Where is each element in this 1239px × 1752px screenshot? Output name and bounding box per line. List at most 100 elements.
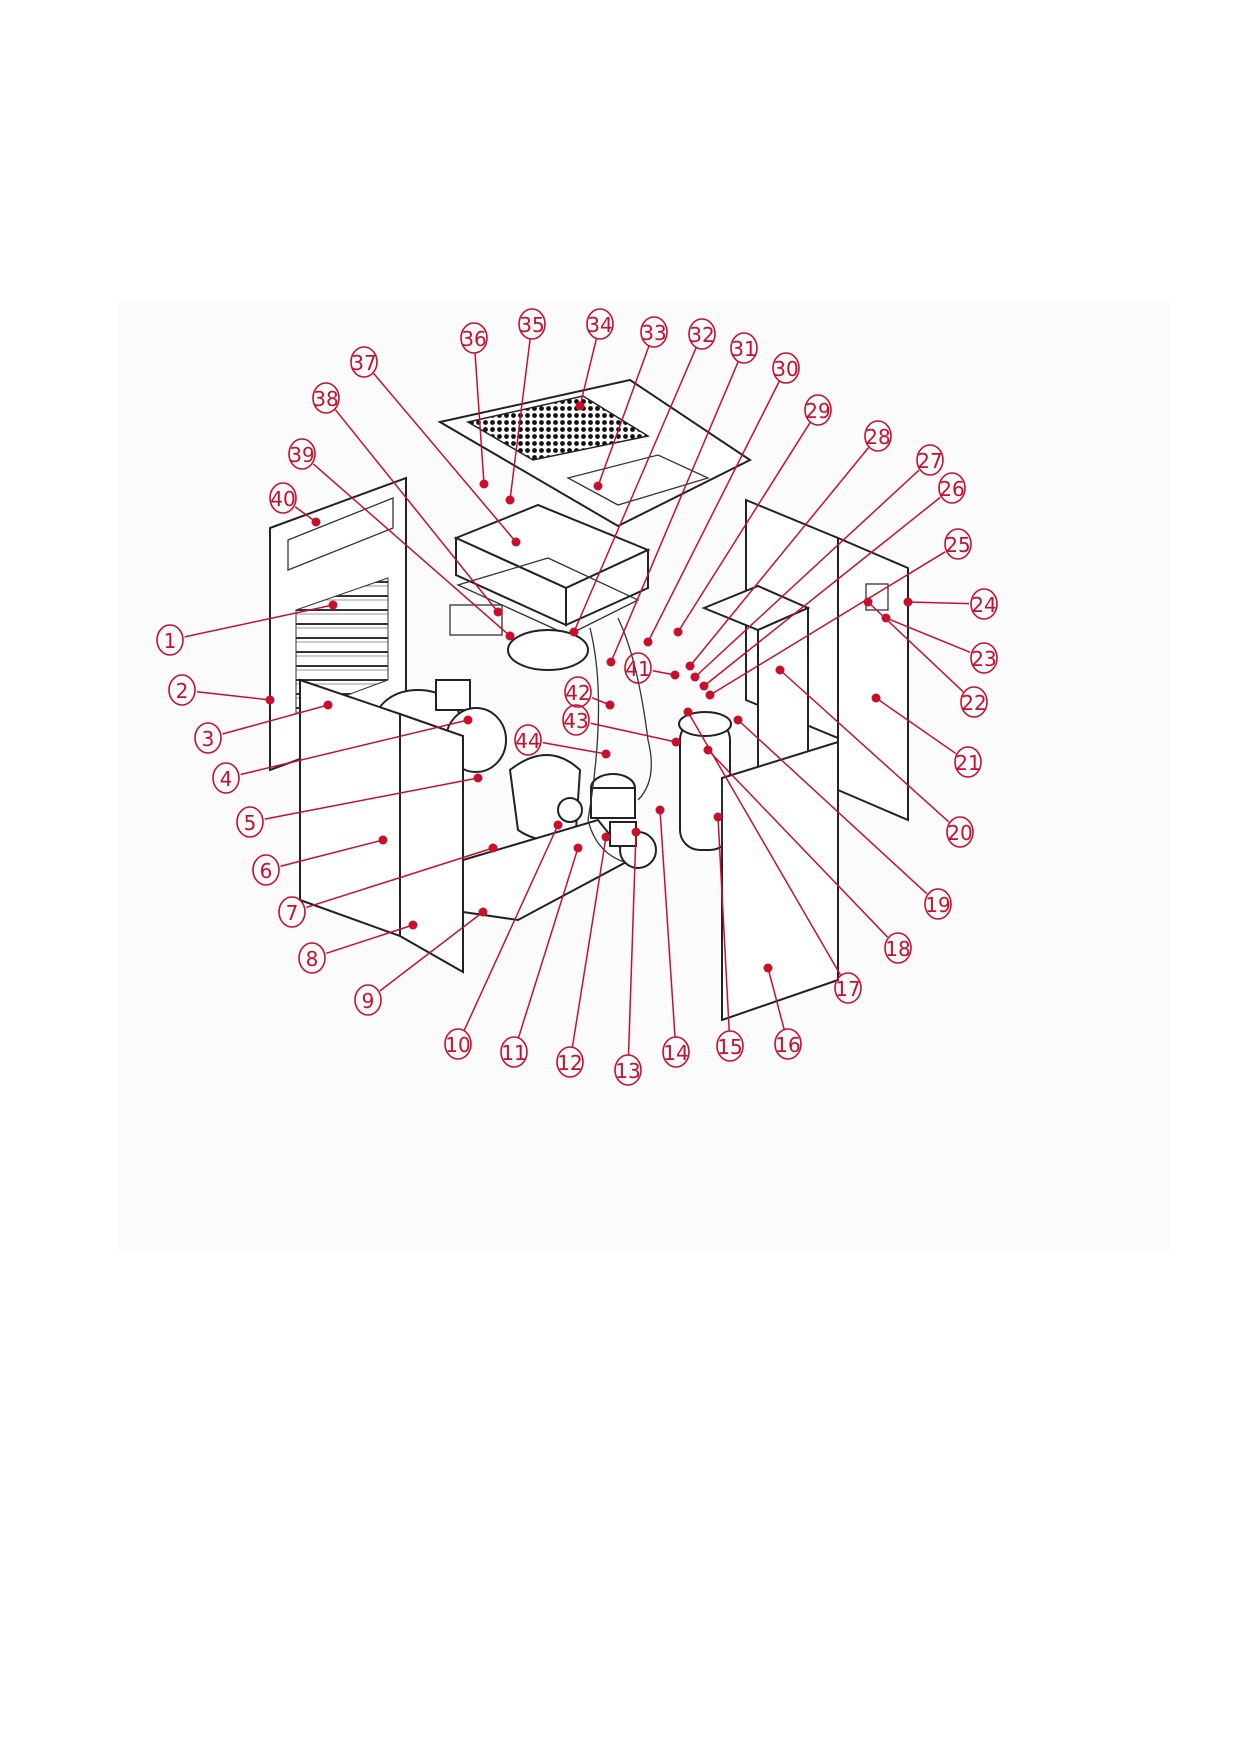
callout-label-33: 33	[641, 321, 666, 345]
callout-leader-5	[264, 777, 479, 820]
callout-leader-37	[373, 372, 517, 543]
callout-dot-10	[553, 820, 563, 830]
callout-dot-37	[511, 537, 521, 547]
callout-circle-20	[946, 816, 974, 848]
callout-dot-31	[606, 657, 616, 667]
callout-circle-16	[774, 1028, 802, 1060]
callout-circle-5	[236, 806, 264, 838]
callout-circle-36	[460, 322, 488, 354]
callout-circle-11	[500, 1036, 528, 1068]
left-door-panel	[299, 678, 401, 938]
callout-leader-12	[571, 836, 607, 1048]
callout-dot-38	[493, 607, 503, 617]
compressor-illustration	[269, 378, 909, 1022]
callout-leader-32	[573, 347, 697, 633]
callout-label-13: 13	[615, 1059, 640, 1083]
callout-label-3: 3	[202, 727, 215, 751]
callout-label-24: 24	[971, 593, 996, 617]
callout-dot-36	[479, 479, 489, 489]
callout-circle-26	[938, 472, 966, 504]
callout-circle-39	[288, 438, 316, 470]
fan	[507, 629, 589, 671]
callout-label-28: 28	[865, 425, 890, 449]
callout-label-36: 36	[461, 327, 486, 351]
callout-dot-7	[488, 843, 498, 853]
callout-dot-13	[631, 827, 641, 837]
callout-circle-33	[640, 316, 668, 348]
callout-label-18: 18	[885, 937, 910, 961]
callout-circle-40	[269, 482, 297, 514]
callout-circle-44	[514, 724, 542, 756]
callout-label-17: 17	[835, 977, 860, 1001]
callout-dot-6	[378, 835, 388, 845]
callout-dot-23	[881, 613, 891, 623]
callout-dot-2	[265, 695, 275, 705]
callout-circle-17	[834, 972, 862, 1004]
callout-leader-13	[627, 831, 637, 1056]
callout-circle-19	[924, 888, 952, 920]
callout-label-25: 25	[945, 533, 970, 557]
cooler-side	[565, 548, 649, 627]
callout-leader-44	[542, 741, 607, 755]
callout-leader-25	[709, 551, 946, 696]
callout-dot-25	[705, 690, 715, 700]
callout-label-4: 4	[220, 767, 233, 791]
callout-circle-27	[916, 444, 944, 476]
callout-label-27: 27	[917, 449, 942, 473]
callout-label-31: 31	[731, 337, 756, 361]
callout-circle-18	[884, 932, 912, 964]
left-door-panel-front	[399, 712, 464, 974]
callout-dot-44	[601, 749, 611, 759]
callout-circle-8	[298, 942, 326, 974]
callout-label-41: 41	[625, 657, 650, 681]
callout-circle-25	[944, 528, 972, 560]
callout-dot-8	[408, 920, 418, 930]
callout-leader-24	[907, 601, 970, 605]
top-cover	[437, 378, 752, 528]
callout-label-26: 26	[939, 477, 964, 501]
callout-dot-33	[593, 481, 603, 491]
callout-circle-32	[688, 318, 716, 350]
callout-circle-22	[960, 686, 988, 718]
callout-dot-28	[685, 661, 695, 671]
oil-filter-body	[590, 787, 636, 819]
callout-leader-30	[647, 381, 780, 643]
right-door	[837, 536, 909, 822]
callout-circle-21	[954, 746, 982, 778]
callout-label-22: 22	[961, 691, 986, 715]
callout-leader-31	[610, 361, 739, 663]
motor-junction-box	[435, 679, 471, 711]
callout-circle-38	[312, 382, 340, 414]
callout-leader-26	[703, 496, 941, 687]
callout-leader-39	[312, 463, 511, 637]
callout-label-6: 6	[260, 859, 273, 883]
callout-circle-2	[168, 674, 196, 706]
callout-dot-34	[575, 401, 585, 411]
callout-leader-1	[184, 604, 334, 638]
callout-label-32: 32	[689, 323, 714, 347]
callout-label-15: 15	[717, 1035, 742, 1059]
callout-label-44: 44	[515, 729, 540, 753]
callout-label-10: 10	[445, 1033, 470, 1057]
callout-leader-3	[222, 704, 329, 735]
callout-dot-11	[573, 843, 583, 853]
callout-circle-29	[804, 394, 832, 426]
callout-label-35: 35	[519, 313, 544, 337]
callout-label-19: 19	[925, 893, 950, 917]
callout-circle-15	[716, 1030, 744, 1062]
callout-leader-16	[767, 967, 785, 1030]
callout-dot-4	[463, 715, 473, 725]
callout-circle-31	[730, 332, 758, 364]
callout-label-37: 37	[351, 351, 376, 375]
top-grille	[465, 395, 650, 461]
callout-dot-42	[605, 700, 615, 710]
callout-circle-34	[586, 308, 614, 340]
callout-dot-5	[473, 773, 483, 783]
callout-dot-3	[323, 700, 333, 710]
callout-label-16: 16	[775, 1033, 800, 1057]
callout-label-21: 21	[955, 751, 980, 775]
callout-leader-29	[677, 422, 811, 633]
right-front-door	[721, 740, 839, 1022]
